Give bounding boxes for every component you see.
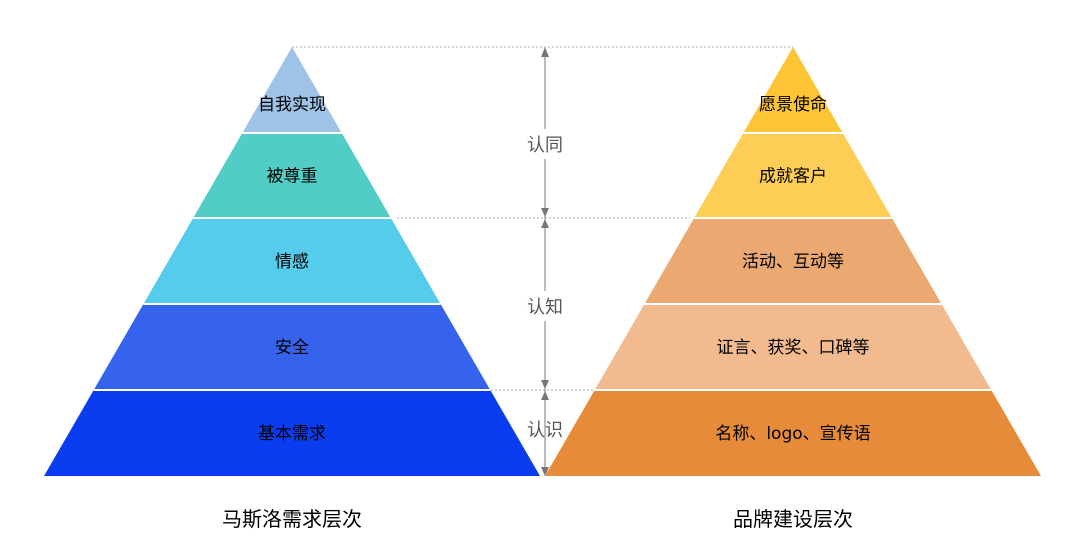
- label-backdrop: [521, 291, 569, 321]
- arrow-up-icon: [541, 219, 549, 228]
- left-pyramid-level-label-3: 情感: [275, 252, 309, 272]
- right-pyramid-level-1: [743, 47, 843, 133]
- right-caption: 品牌建设层次: [733, 507, 853, 531]
- right-pyramid-level-label-5: 名称、logo、宣传语: [715, 424, 870, 444]
- right-pyramid-level-4: [594, 304, 992, 390]
- arrow-down-icon: [541, 467, 549, 476]
- left-pyramid-level-1: [242, 47, 342, 133]
- right-pyramid-level-2: [694, 133, 892, 218]
- middle-label-awareness: 认识: [527, 420, 563, 441]
- right-pyramid-level-label-1: 愿景使命: [759, 94, 827, 115]
- right-pyramid-level-label-3: 活动、互动等: [742, 252, 844, 272]
- left-pyramid-level-label-2: 被尊重: [267, 167, 318, 187]
- right-pyramid-level-3: [644, 218, 942, 304]
- right-pyramid-level-5: [545, 390, 1041, 476]
- arrow-up-icon: [541, 47, 549, 57]
- arrow-down-icon: [541, 380, 549, 389]
- middle-label-cognition: 认知: [527, 297, 563, 318]
- label-backdrop: [521, 129, 569, 159]
- left-pyramid-level-3: [143, 218, 441, 304]
- arrow-down-icon: [541, 208, 549, 217]
- guide-lines: [292, 46, 793, 391]
- left-caption: 马斯洛需求层次: [222, 507, 362, 531]
- right-pyramid-level-label-4: 证言、获奖、口碑等: [717, 338, 870, 358]
- range-arrows: [541, 47, 549, 476]
- left-pyramid-level-label-4: 安全: [275, 338, 309, 358]
- left-pyramid-level-2: [193, 133, 391, 218]
- left-pyramid-level-5: [44, 390, 540, 476]
- arrow-up-icon: [541, 391, 549, 400]
- left-pyramid-level-label-1: 自我实现: [258, 95, 326, 115]
- left-pyramid-level-label-5: 基本需求: [258, 424, 326, 444]
- middle-label-recognition: 认同: [527, 135, 563, 156]
- right-pyramid-level-label-2: 成就客户: [759, 167, 827, 187]
- left-pyramid-level-4: [93, 304, 491, 390]
